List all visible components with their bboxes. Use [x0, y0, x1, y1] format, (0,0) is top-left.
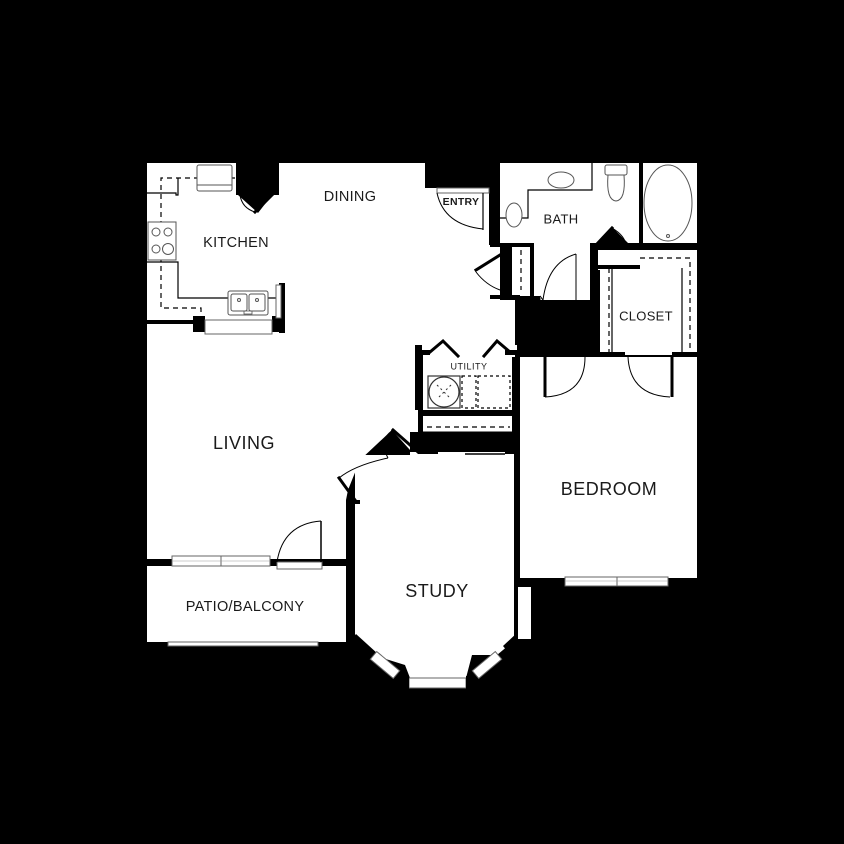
sink-icon [227, 290, 269, 316]
entry-area[interactable] [437, 188, 490, 235]
label-study: STUDY [405, 581, 469, 601]
hall-door[interactable] [519, 295, 548, 353]
label-patio-balcony: PATIO/BALCONY [186, 599, 305, 615]
bedroom-window [564, 576, 669, 587]
utility-area[interactable] [423, 355, 512, 432]
bath-sink-icon [547, 171, 575, 189]
study-sliding-door[interactable] [438, 450, 505, 455]
patio-door[interactable] [276, 520, 323, 570]
label-kitchen: KITCHEN [203, 235, 269, 251]
study-window-right [471, 650, 503, 680]
label-living: LIVING [213, 433, 275, 453]
study-french-doors[interactable] [336, 427, 421, 503]
study-area[interactable] [355, 452, 515, 678]
kitchen-window [204, 319, 273, 335]
label-bedroom: BEDROOM [561, 479, 658, 499]
bathtub-icon [643, 164, 693, 242]
label-bath: BATH [544, 211, 579, 226]
label-entry: ENTRY [443, 196, 480, 208]
washer-space [461, 375, 477, 409]
dryer-space [477, 375, 511, 409]
study-window-center [408, 677, 467, 689]
patio-area[interactable] [147, 566, 346, 642]
refrigerator-icon [196, 164, 233, 192]
bath-area[interactable] [500, 163, 640, 300]
label-closet: CLOSET [619, 308, 673, 323]
bath-sink-2-icon [505, 202, 523, 228]
toilet-icon [604, 164, 628, 202]
label-dining: DINING [324, 189, 377, 205]
utility-fixtures [423, 375, 512, 433]
bedroom-area[interactable] [520, 357, 697, 578]
study-window-left [369, 650, 401, 680]
label-utility: UTILITY [450, 361, 487, 371]
kitchen-fixtures [147, 164, 282, 335]
patio-slider[interactable] [171, 555, 271, 567]
linen-closet-door[interactable] [473, 247, 511, 291]
closet-doors[interactable] [543, 356, 674, 398]
bath-door[interactable] [542, 253, 577, 301]
patio-railing [167, 641, 319, 647]
bath-fixtures [500, 163, 693, 242]
floor-areas [147, 163, 697, 678]
kitchen-side-panel [275, 284, 282, 319]
room-labels: KITCHEN DINING ENTRY BATH CLOSET UTILITY… [186, 189, 673, 615]
entry-door[interactable] [436, 187, 490, 230]
bath-closet-door[interactable] [593, 225, 627, 248]
utility-doors[interactable] [427, 338, 513, 359]
study-side-window [517, 587, 531, 639]
closet-fixtures [608, 257, 691, 352]
dining-area[interactable] [147, 163, 517, 560]
water-heater-icon [427, 375, 461, 409]
stove-icon [147, 221, 177, 261]
kitchen-area[interactable] [147, 163, 278, 330]
study-bay-windows [351, 632, 518, 690]
closet-area[interactable] [598, 250, 697, 355]
pantry-door[interactable] [239, 192, 275, 215]
walls [143, 159, 701, 646]
